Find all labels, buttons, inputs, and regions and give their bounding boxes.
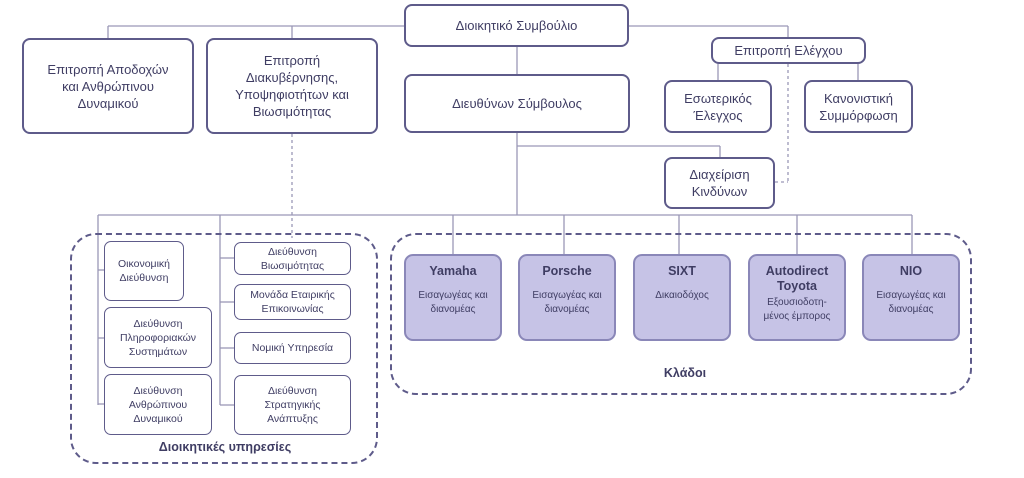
remuneration-committee-box: Επιτροπή Αποδοχών και Ανθρώπινου Δυναμικ… xyxy=(22,38,194,134)
branch-name: Autodirect Toyota xyxy=(765,264,829,293)
ceo-box: Διευθύνων Σύμβουλος xyxy=(404,74,630,133)
human-resources-box: Διεύθυνση Ανθρώπινου Δυναμικού xyxy=(104,374,212,435)
branch-description: Εξουσιοδοτη-μένος έμπορος xyxy=(763,297,831,322)
risk-management-box: Διαχείριση Κινδύνων xyxy=(664,157,775,209)
branch-sixt: SIXT Δικαιοδόχος xyxy=(633,254,731,341)
information-systems-box: Διεύθυνση Πληροφοριακών Συστημάτων xyxy=(104,307,212,368)
branch-name: Porsche xyxy=(542,264,592,278)
legal-service-box: Νομική Υπηρεσία xyxy=(234,332,351,364)
branch-description: Εισαγωγέας και διανομέας xyxy=(876,290,946,315)
branch-porsche: Porsche Εισαγωγέας και διανομέας xyxy=(518,254,616,341)
admin-services-title: Διοικητικές υπηρεσίες xyxy=(158,440,292,454)
board-box: Διοικητικό Συμβούλιο xyxy=(404,4,629,47)
audit-committee-box: Επιτροπή Ελέγχου xyxy=(711,37,866,64)
branch-name: NIO xyxy=(899,264,923,278)
branches-group xyxy=(390,233,972,395)
branch-name: Yamaha xyxy=(429,264,477,278)
branch-autodirect-toyota: Autodirect Toyota Εξουσιοδοτη-μένος έμπο… xyxy=(748,254,846,341)
branch-description: Εισαγωγέας και διανομέας xyxy=(532,290,602,315)
branch-description: Εισαγωγέας και διανομέας xyxy=(418,290,488,315)
admin-services-group xyxy=(70,233,378,464)
corporate-communication-box: Μονάδα Εταιρικής Επικοινωνίας xyxy=(234,284,351,320)
branches-title: Κλάδοι xyxy=(663,366,707,380)
branch-nio: NIO Εισαγωγέας και διανομέας xyxy=(862,254,960,341)
compliance-box: Κανονιστική Συμμόρφωση xyxy=(804,80,913,133)
branch-description: Δικαιοδόχος xyxy=(655,290,709,301)
internal-audit-box: Εσωτερικός Έλεγχος xyxy=(664,80,772,133)
finance-department-box: Οικονομική Διεύθυνση xyxy=(104,241,184,301)
branch-yamaha: Yamaha Εισαγωγέας και διανομέας xyxy=(404,254,502,341)
branch-name: SIXT xyxy=(668,264,696,278)
strategic-development-box: Διεύθυνση Στρατηγικής Ανάπτυξης xyxy=(234,375,351,435)
sustainability-department-box: Διεύθυνση Βιωσιμότητας xyxy=(234,242,351,275)
governance-committee-box: Επιτροπή Διακυβέρνησης, Υποψηφιοτήτων κα… xyxy=(206,38,378,134)
